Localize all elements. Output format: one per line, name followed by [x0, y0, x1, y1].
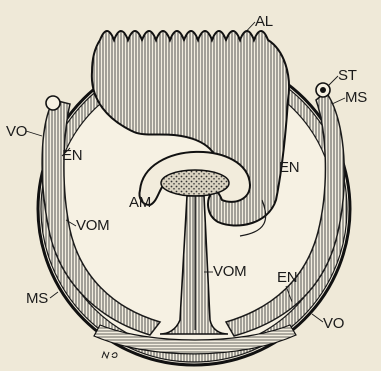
label-al: AL	[255, 13, 273, 30]
label-vom-left: VOM	[76, 217, 109, 234]
label-en-right: EN	[279, 159, 299, 176]
label-vo-right: VO	[323, 315, 344, 332]
embryo-head	[161, 170, 229, 196]
label-ms-right: MS	[345, 89, 367, 106]
label-vo-left: VO	[6, 123, 27, 140]
label-en-left: EN	[62, 147, 82, 164]
label-ms-left: MS	[26, 290, 48, 307]
label-en-bottom: EN	[277, 269, 297, 286]
label-am: AM	[129, 194, 151, 211]
label-st: ST	[338, 67, 357, 84]
label-vom-center: VOM	[213, 263, 246, 280]
artist-signature	[102, 352, 117, 358]
left-knob	[46, 96, 60, 110]
